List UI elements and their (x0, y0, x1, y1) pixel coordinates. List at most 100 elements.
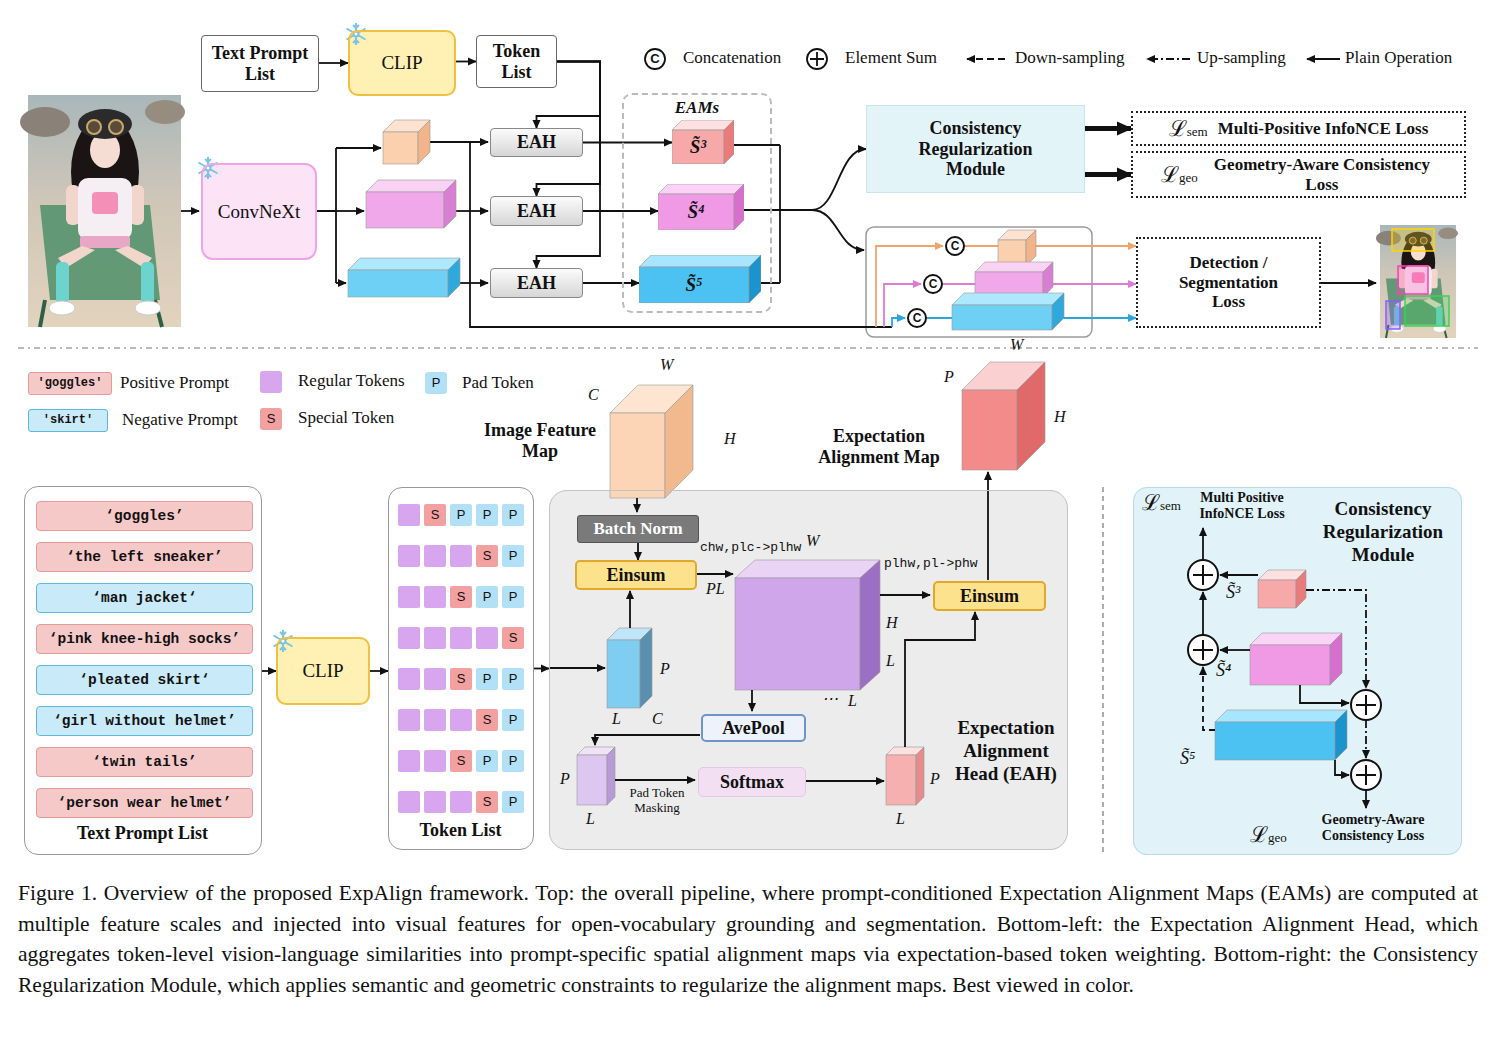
process-box: EAH (490, 268, 583, 298)
group-panel: Consistency Regularization Module (1133, 487, 1462, 855)
label: Pad Token Masking (620, 786, 694, 816)
node-label: ‘person wear helmet’ (57, 795, 231, 812)
legend-text: Negative Prompt (122, 410, 238, 430)
node-label: Multi-Positive InfoNCE Loss (1218, 119, 1429, 139)
group-panel: EAMsS̃³S̃⁴S̃⁵ (622, 93, 772, 313)
label: L (612, 710, 621, 728)
process-box: Einsum (575, 560, 697, 590)
label: C (652, 710, 663, 728)
node-label: ‘girl without helmet’ (53, 713, 236, 730)
process-box: CLIP (348, 30, 456, 96)
node-label: Detection / Segmentation Loss (1166, 253, 1291, 312)
label: S̃³ (1226, 582, 1240, 603)
connector (262, 670, 276, 672)
label: W (660, 356, 673, 374)
node-label: EAH (517, 201, 556, 222)
node-label: Batch Norm (593, 519, 682, 539)
legend-text: Positive Prompt (120, 373, 229, 393)
label: P (502, 791, 524, 813)
label: chw,plc->plhw (700, 541, 801, 556)
label: S (450, 586, 472, 608)
process-box: EAH (490, 196, 583, 226)
process-box: Text Prompt List (201, 35, 319, 92)
node-label: AvePool (722, 718, 785, 739)
process-box: ‘girl without helmet’ (36, 706, 253, 736)
connector (534, 668, 549, 670)
label: Image Feature Map (474, 420, 606, 461)
node-label: S̃⁴ (658, 194, 734, 230)
label: S (450, 750, 472, 772)
label: P (476, 586, 498, 608)
process-box: Softmax (698, 767, 806, 797)
legend-text: Special Token (298, 408, 394, 428)
node-label: ‘goggles’ (105, 508, 183, 525)
node-label: Text Prompt List (208, 43, 312, 84)
connector (965, 245, 1136, 247)
label: S̃⁴ (1216, 660, 1231, 681)
legend-text: Plain Operation (1345, 48, 1452, 68)
label: S̃⁵ (1180, 748, 1195, 769)
input-photo (20, 95, 185, 327)
output-photo (1376, 225, 1458, 338)
label: P (560, 770, 570, 788)
process-box: ‘the left sneaker’ (36, 542, 253, 572)
label: S (476, 709, 498, 731)
node-label: CLIP (381, 52, 422, 74)
node-label: Token List (389, 820, 532, 841)
legend-text: Element Sum (845, 48, 937, 68)
process-box: EAH (490, 128, 583, 157)
label: C (588, 386, 599, 404)
label: L (886, 652, 895, 670)
label: P (476, 504, 498, 526)
process-box: Batch Norm (577, 515, 699, 543)
process-box: ‘goggles’ (36, 501, 253, 531)
label: P (502, 668, 524, 690)
connector (772, 149, 866, 210)
node-label: EAH (517, 273, 556, 294)
connector (1085, 126, 1131, 131)
node-label: Consistency Regularization Module (897, 118, 1054, 180)
node-label: CLIP (302, 660, 343, 682)
separators (18, 348, 1478, 855)
process-box: ‘twin tails’ (36, 747, 253, 777)
node-label: Einsum (960, 586, 1019, 607)
eah-wires (549, 472, 988, 781)
regular-tokens (398, 504, 498, 813)
connector (1085, 172, 1131, 177)
label: S (476, 545, 498, 567)
concat-circle: C (923, 274, 943, 294)
connector (583, 210, 658, 212)
process-box: Consistency Regularization Module (866, 105, 1085, 193)
label: C (647, 51, 663, 66)
node-label: Token List (483, 41, 550, 82)
connector (537, 62, 601, 269)
feature-map-cube: S̃³ (672, 120, 734, 164)
label: P (425, 372, 447, 394)
label: S (450, 668, 472, 690)
feature-map-cube: S̃⁵ (639, 255, 761, 303)
node-label: Expectation Alignment Head (EAH) (951, 717, 1061, 785)
process-box: CLIP (276, 637, 370, 705)
label: S (476, 791, 498, 813)
label: H (886, 614, 898, 632)
legend-text: Concatenation (683, 48, 781, 68)
process-box: ‘person wear helmet’ (36, 788, 253, 818)
connector (319, 62, 348, 64)
label: P (930, 770, 940, 788)
connector (583, 282, 639, 284)
legend-swatch (260, 371, 282, 393)
node-label: S̃³ (672, 130, 724, 164)
label: P (502, 545, 524, 567)
label: L (896, 810, 905, 828)
node-label: ConvNeXt (218, 201, 300, 223)
label: L (586, 810, 595, 828)
node-label: ‘pleated skirt‘ (79, 672, 210, 689)
label: H (1054, 408, 1066, 426)
label: 'skirt' (28, 409, 108, 432)
label: S (502, 627, 524, 649)
node-label: ℒsem (1169, 116, 1208, 141)
figure-caption: Figure 1. Overview of the proposed ExpAl… (18, 878, 1478, 1000)
process-box: Detection / Segmentation Loss (1136, 237, 1321, 328)
legend-text: Up-sampling (1197, 48, 1286, 68)
node-label: Consistency Regularization Module (1309, 498, 1457, 566)
